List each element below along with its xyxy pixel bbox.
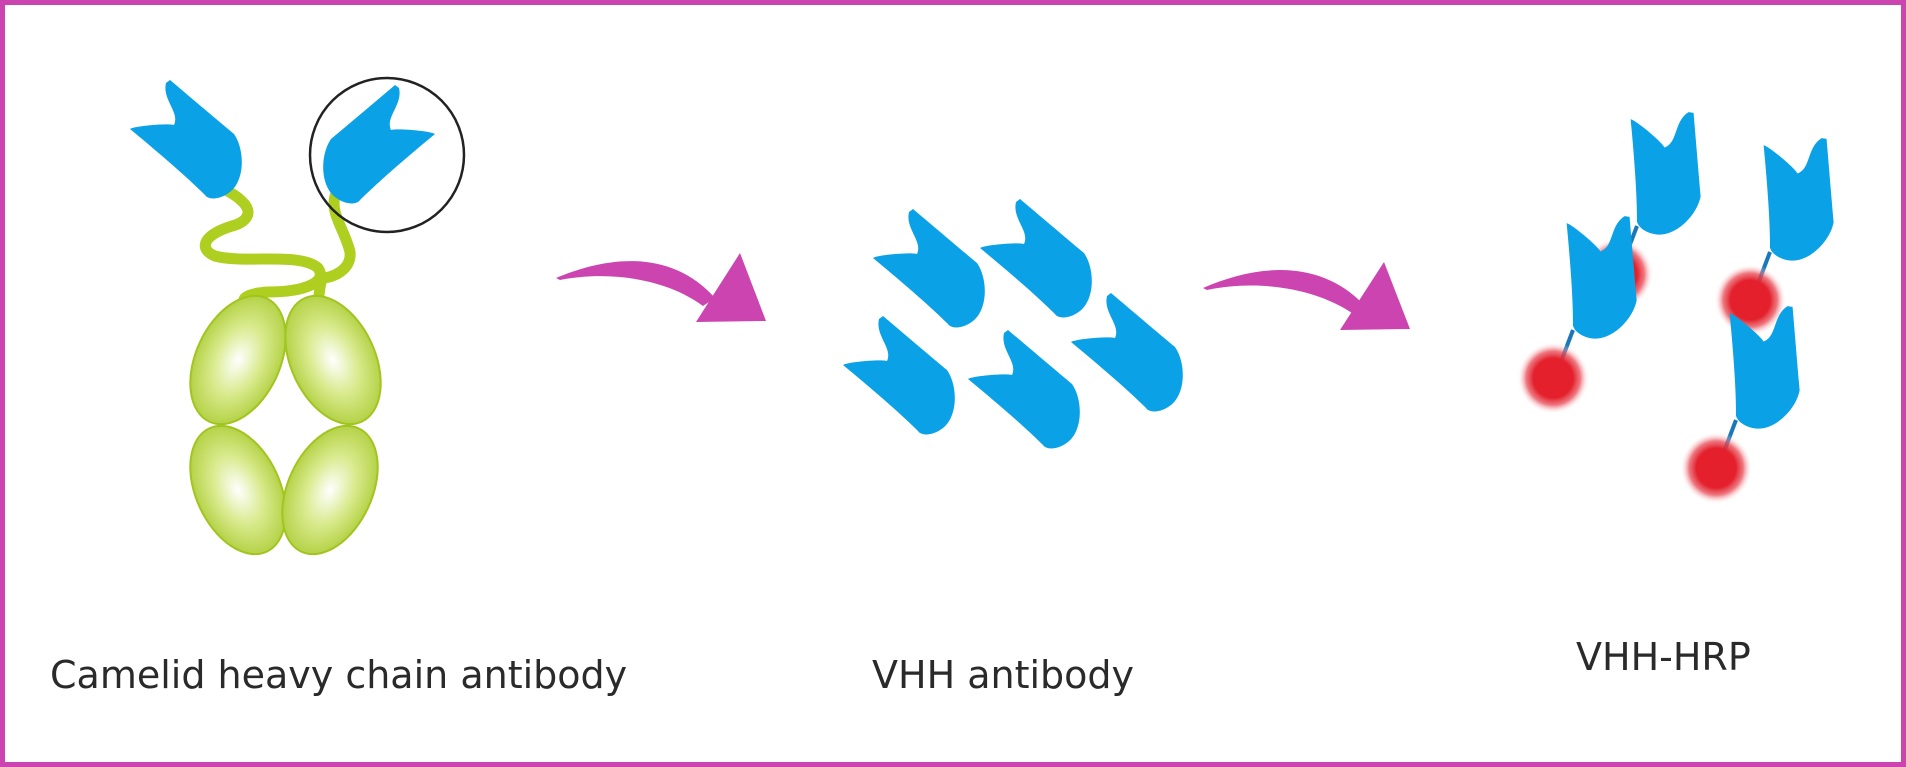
constant-domain: [189, 424, 287, 556]
camelid-antibody: [130, 76, 466, 556]
label-vhh-hrp: VHH-HRP: [1576, 635, 1751, 679]
vhh-domain-icon: [323, 85, 435, 204]
constant-domain: [281, 424, 379, 556]
highlight-circle: [308, 76, 466, 234]
constant-domain: [284, 294, 382, 426]
vhh-domain-icon: [843, 316, 955, 435]
vhh-domain-icon: [968, 330, 1080, 449]
label-vhh-antibody: VHH antibody: [872, 653, 1134, 697]
constant-domains: [189, 294, 382, 556]
constant-domain: [189, 294, 287, 426]
vhh-domain-icon: [130, 80, 242, 199]
vhh-antibodies: [843, 199, 1183, 449]
vhh-domain-icon: [873, 209, 985, 328]
vhh-hrp-conjugates: [1457, 85, 1894, 519]
label-camelid-antibody: Camelid heavy chain antibody: [50, 653, 627, 697]
vhh-domain-icon: [980, 199, 1092, 318]
vhh-domain-icon: [1071, 293, 1183, 412]
curved-arrow-icon: [556, 253, 766, 322]
curved-arrow-icon: [1203, 262, 1410, 330]
